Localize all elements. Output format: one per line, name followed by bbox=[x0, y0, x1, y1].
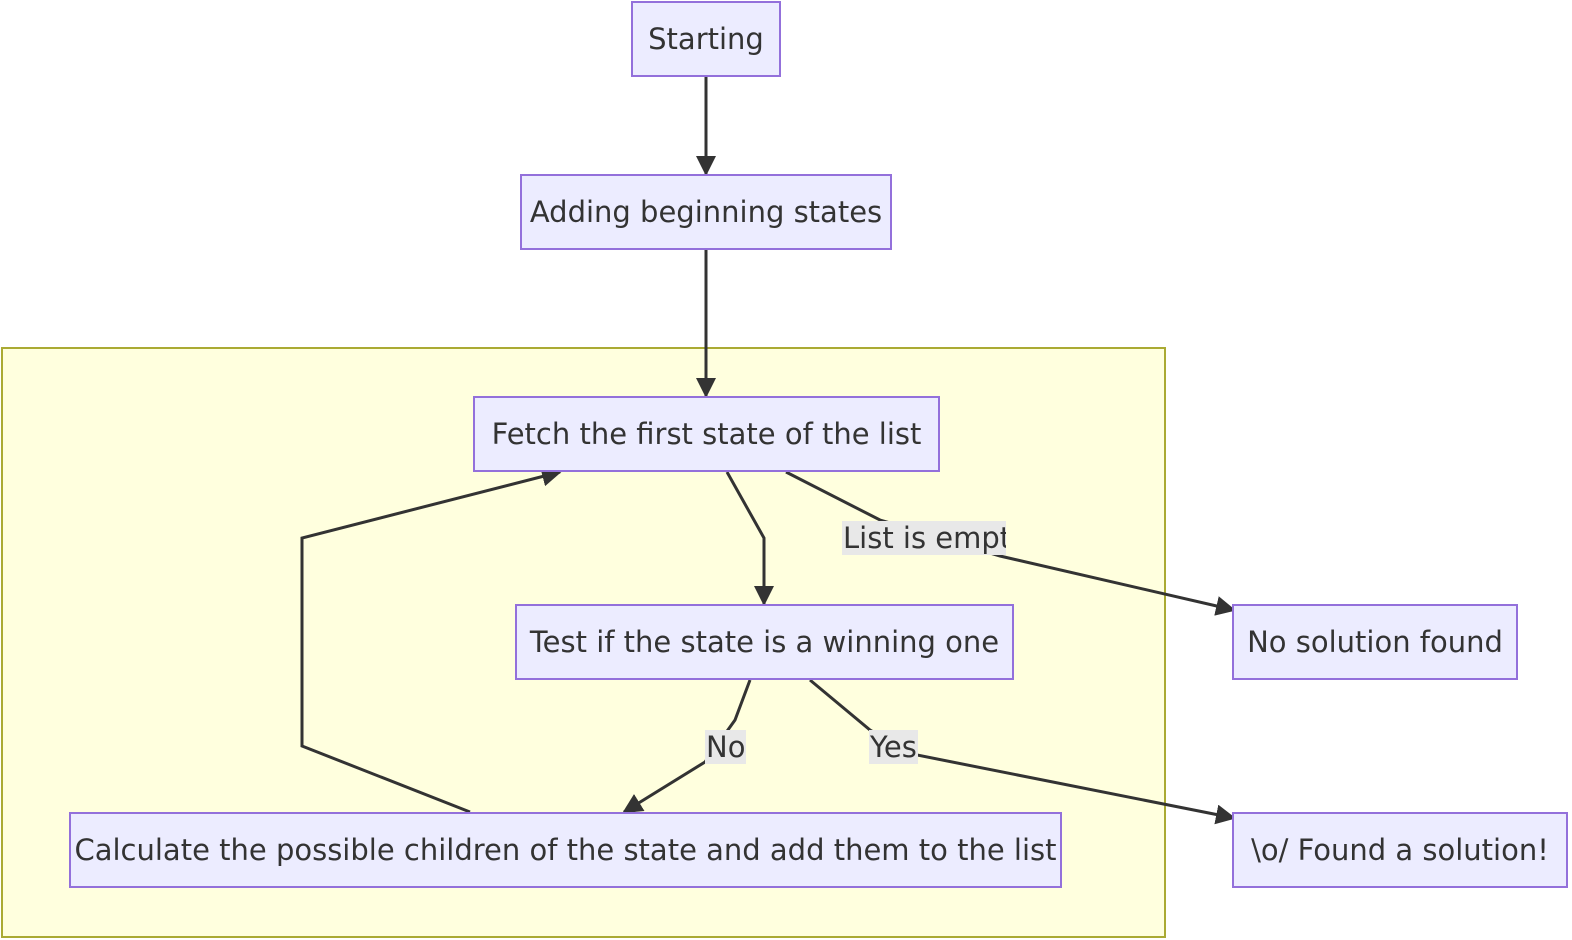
node-no-solution-label: No solution found bbox=[1247, 625, 1503, 659]
edge-label-list-empty: List is empt bbox=[842, 521, 1006, 555]
node-fetch-label: Fetch the first state of the list bbox=[491, 417, 922, 451]
edge-label-no: No bbox=[705, 730, 747, 764]
node-test-label: Test if the state is a winning one bbox=[529, 625, 1000, 659]
node-fetch-first-state: Fetch the first state of the list bbox=[473, 396, 940, 472]
node-found-solution: \o/ Found a solution! bbox=[1232, 812, 1568, 888]
node-starting-label: Starting bbox=[648, 22, 764, 56]
edge-label-yes: Yes bbox=[869, 730, 918, 764]
node-calculate-label: Calculate the possible children of the s… bbox=[74, 833, 1057, 867]
node-found-label: \o/ Found a solution! bbox=[1251, 833, 1549, 867]
node-adding-label: Adding beginning states bbox=[529, 195, 883, 229]
node-adding-beginning-states: Adding beginning states bbox=[520, 174, 892, 250]
node-no-solution: No solution found bbox=[1232, 604, 1518, 680]
node-starting: Starting bbox=[631, 1, 781, 77]
edge-calculate-to-fetch bbox=[300, 466, 562, 814]
node-test-winning: Test if the state is a winning one bbox=[515, 604, 1014, 680]
edge-fetch-to-test bbox=[725, 471, 774, 606]
node-calculate-children: Calculate the possible children of the s… bbox=[69, 812, 1062, 888]
